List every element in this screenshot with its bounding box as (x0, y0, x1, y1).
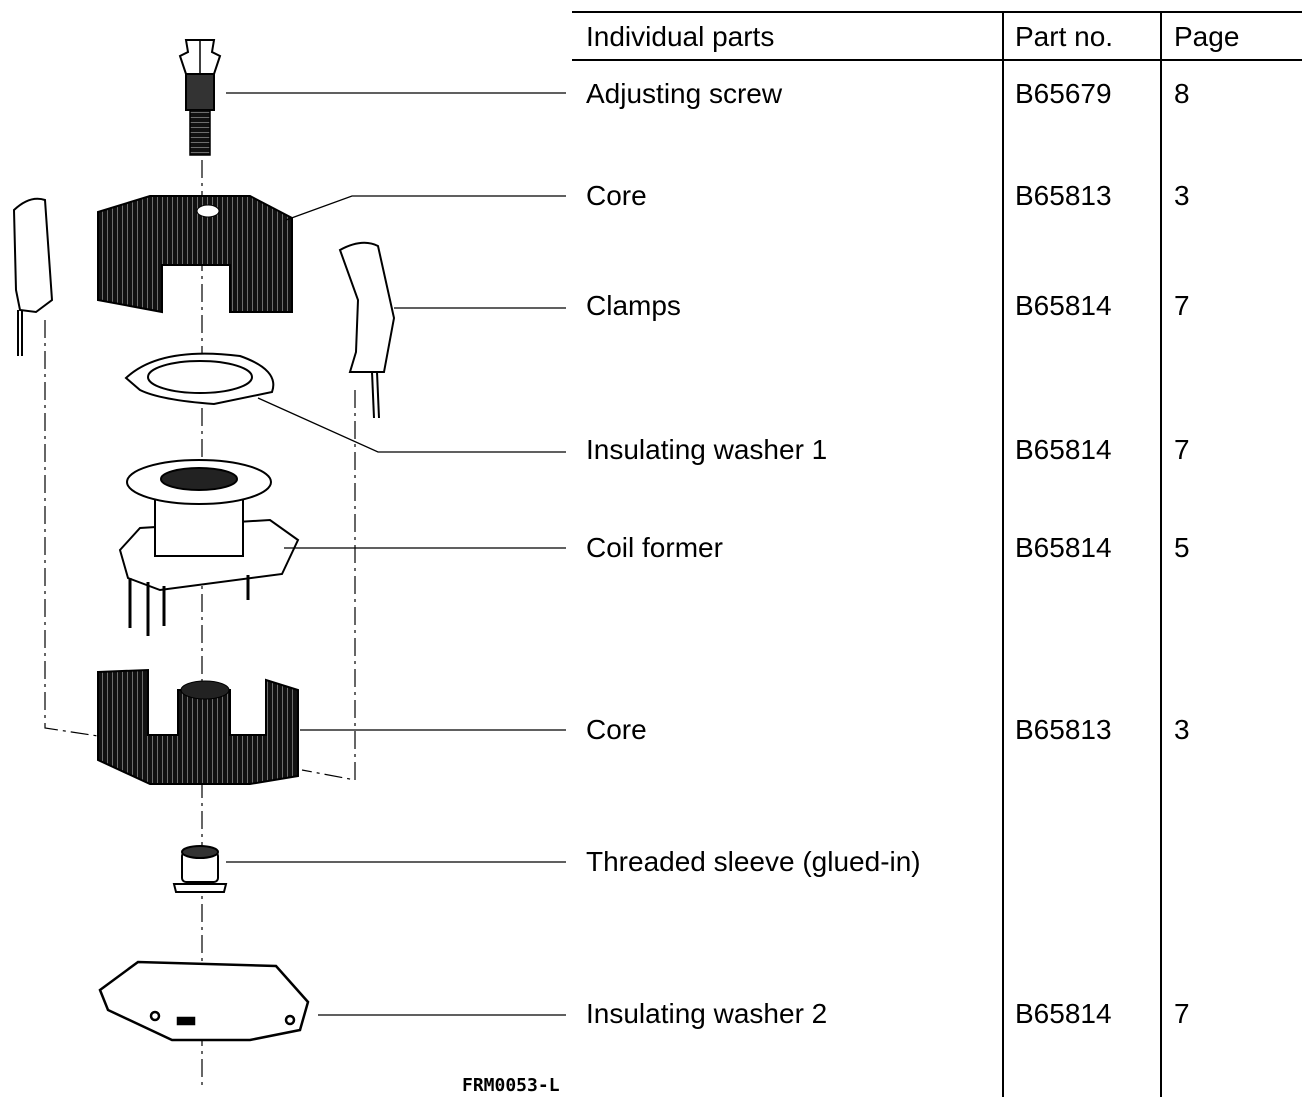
header-page: Page (1174, 21, 1240, 52)
part-number: B65813 (1015, 714, 1112, 745)
insulating-washer-1-drawing (124, 352, 275, 406)
part-number: B65679 (1015, 78, 1112, 109)
leader-lines (226, 92, 566, 1016)
figure-id: FRM0053-L (462, 1075, 560, 1096)
insulating-washer-2-drawing (98, 960, 310, 1042)
page-number: 7 (1174, 998, 1190, 1029)
part-number: B65814 (1015, 532, 1112, 563)
page-number: 3 (1174, 180, 1190, 211)
part-name: Threaded sleeve (glued-in) (586, 846, 921, 877)
part-name: Insulating washer 1 (586, 434, 828, 465)
page-number: 8 (1174, 78, 1190, 109)
header-part-no: Part no. (1015, 21, 1114, 52)
page-number: 3 (1174, 714, 1190, 745)
page-number: 7 (1174, 290, 1190, 321)
part-number: B65814 (1015, 434, 1112, 465)
part-number: B65814 (1015, 290, 1112, 321)
threaded-sleeve-drawing (172, 845, 228, 893)
page-number: 7 (1174, 434, 1190, 465)
part-name: Core (586, 714, 647, 745)
upper-core-drawing (97, 195, 293, 314)
part-name: Core (586, 180, 647, 211)
left-clamp-drawing (12, 197, 54, 356)
page-number: 5 (1174, 532, 1190, 563)
part-name: Insulating washer 2 (586, 998, 828, 1029)
part-name: Clamps (586, 290, 681, 321)
header-individual-parts: Individual parts (586, 21, 775, 52)
part-number: B65813 (1015, 180, 1112, 211)
assembly-axis (44, 160, 356, 1090)
adjusting-screw-drawing (178, 39, 222, 156)
part-name: Adjusting screw (586, 78, 783, 109)
table-grid (572, 11, 1302, 1097)
coil-former-drawing (118, 459, 300, 636)
part-number: B65814 (1015, 998, 1112, 1029)
part-name: Coil former (586, 532, 723, 563)
right-clamp-drawing (338, 241, 396, 419)
lower-core-drawing (97, 668, 299, 785)
